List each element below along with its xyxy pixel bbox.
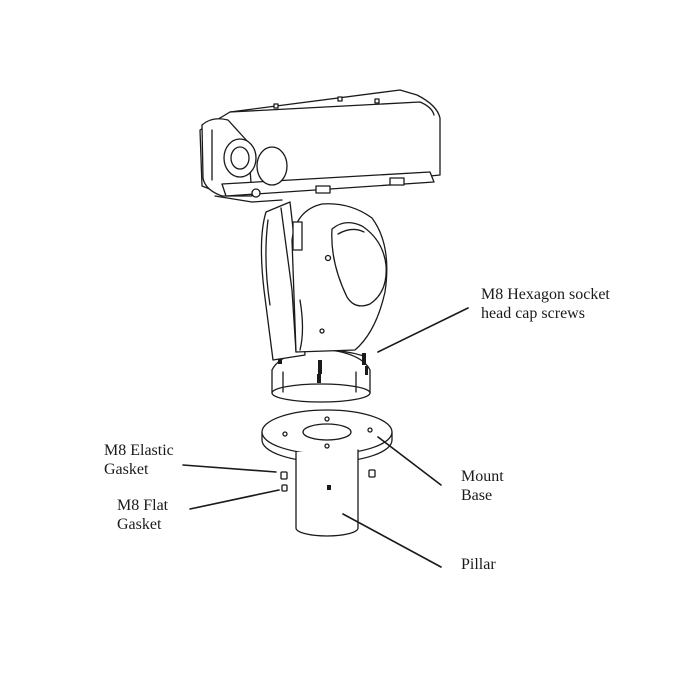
label-mount-base-line1: Mount [461,468,504,485]
housing-knob [251,188,261,198]
label-mount-base-line2: Base [461,487,493,504]
ptz-camera [199,89,441,403]
plate-hole [324,443,330,449]
gaskets [280,469,376,492]
top-screw [337,96,343,102]
plate-hole [324,416,330,422]
pillar-tube [295,449,359,537]
label-hex-screws-line1: M8 Hexagon socket [481,286,610,303]
label-elastic-gasket-line2: Gasket [104,461,149,478]
leader-pillar [342,513,442,568]
base-screw [362,353,366,365]
housing-latch [315,185,331,194]
plate-hole [282,431,288,437]
leader-screws [377,307,469,353]
label-mount-base: Mount Base [461,467,504,505]
base-screw [317,374,321,383]
label-elastic-gasket: M8 Elastic Gasket [104,441,174,479]
plate-hole [367,427,373,433]
side-window [331,222,387,307]
leader-lines [182,307,469,568]
label-hex-screws: M8 Hexagon socket head cap screws [481,285,610,323]
camera-housing [199,89,441,203]
label-flat-gasket: M8 Flat Gasket [117,496,168,534]
leader-mount-base [377,436,442,486]
label-elastic-gasket-line1: M8 Elastic [104,442,174,459]
label-flat-gasket-line2: Gasket [117,516,162,533]
label-flat-gasket-line1: M8 Flat [117,497,169,514]
label-pillar: Pillar [461,555,496,574]
leader-flat-gasket [189,489,280,510]
pillar-hole [327,485,331,490]
elastic-gasket [368,469,376,478]
base-screw [365,366,368,375]
elastic-gasket [280,471,288,480]
thermal-lens [223,138,257,178]
optical-lens [256,146,288,186]
body-bolt [324,254,332,262]
label-hex-screws-line2: head cap screws [481,305,585,322]
body-bolt [319,328,325,334]
flat-gasket [281,484,288,492]
housing-latch [389,177,405,186]
tilt-body [291,203,388,353]
top-screw [273,103,279,109]
top-screw [374,98,380,104]
leader-elastic-gasket [182,464,277,473]
base-screw [318,360,322,374]
label-pillar-line1: Pillar [461,556,496,573]
